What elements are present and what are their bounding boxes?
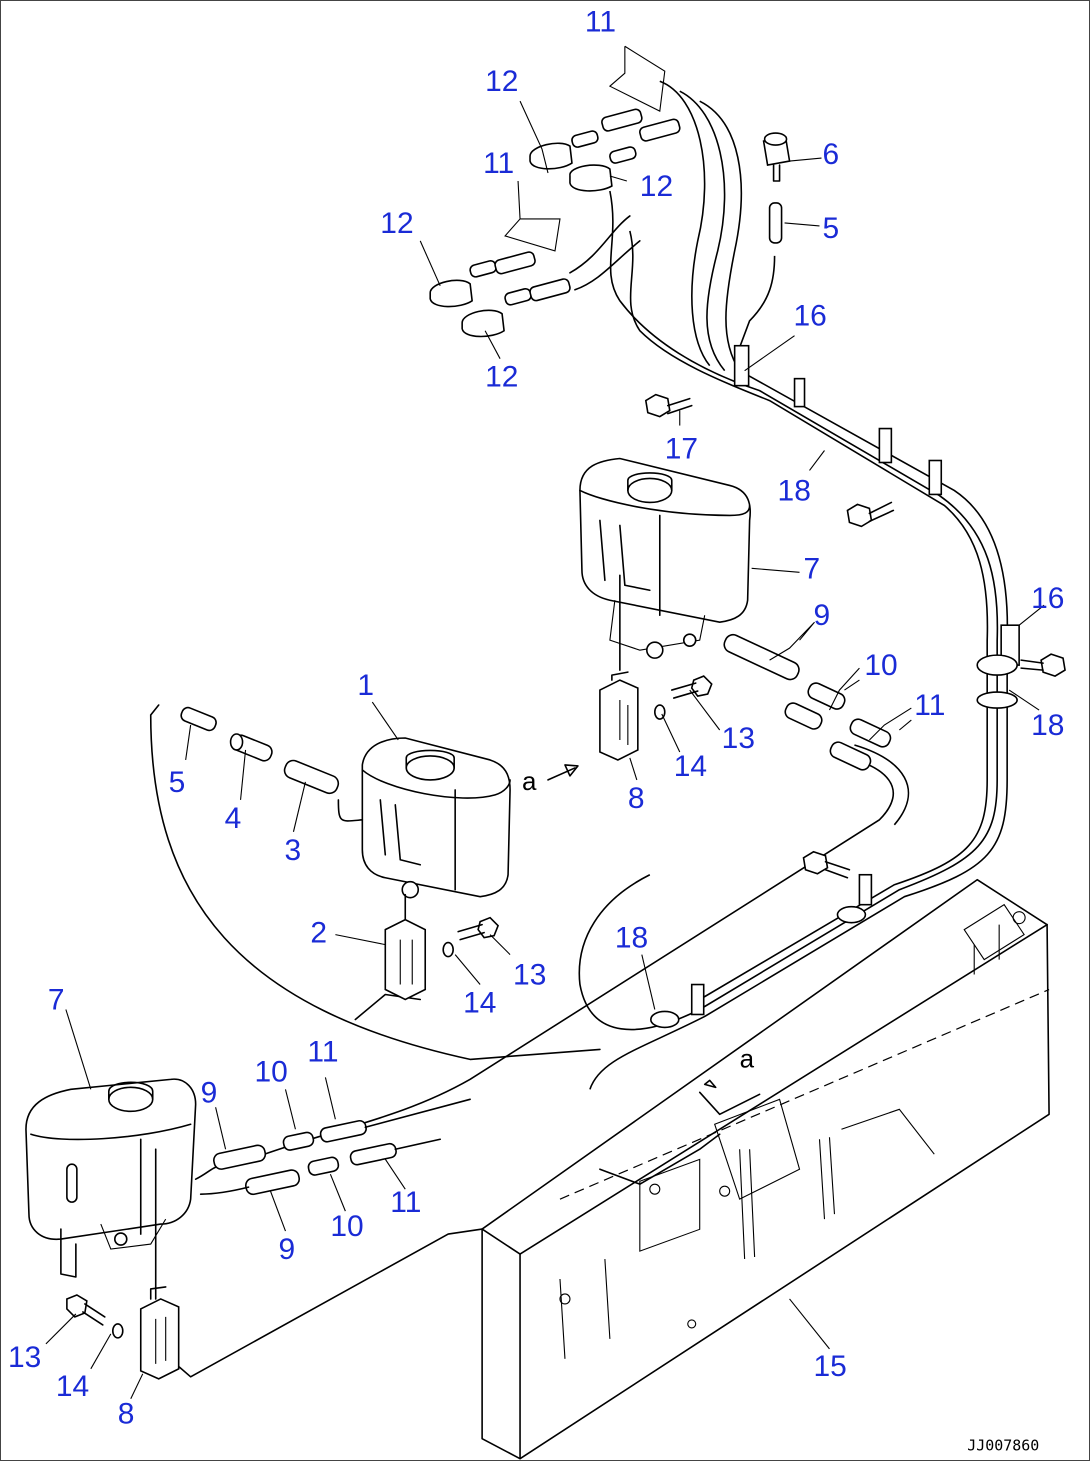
callout-6: 6 bbox=[822, 138, 839, 171]
callout-2: 2 bbox=[310, 917, 327, 950]
leader-lines bbox=[45, 45, 1045, 1400]
frame-bracket-part-15 bbox=[149, 704, 1050, 1460]
reference-letter-a: a bbox=[740, 1045, 755, 1073]
callout-14: 14 bbox=[56, 1370, 89, 1403]
callout-14: 14 bbox=[463, 986, 496, 1019]
callout-18: 18 bbox=[778, 474, 811, 507]
callout-11: 11 bbox=[914, 689, 945, 722]
callout-11: 11 bbox=[390, 1186, 421, 1219]
callout-12: 12 bbox=[380, 207, 413, 240]
callout-labels: 11 12 11 12 6 12 5 12 16 17 18 7 9 16 10… bbox=[8, 5, 1064, 1430]
callout-13: 13 bbox=[722, 722, 755, 755]
callout-10: 10 bbox=[255, 1055, 288, 1088]
callout-9: 9 bbox=[814, 599, 831, 632]
callout-11: 11 bbox=[483, 147, 514, 180]
tank-bracket-part-8-center bbox=[599, 671, 639, 761]
callout-5: 5 bbox=[169, 766, 186, 799]
callout-17: 17 bbox=[665, 433, 698, 466]
callout-3: 3 bbox=[284, 834, 301, 867]
callout-1: 1 bbox=[357, 669, 374, 702]
washer-tank-part-7-center bbox=[579, 457, 751, 671]
callout-7: 7 bbox=[804, 552, 821, 585]
callout-15: 15 bbox=[814, 1350, 847, 1383]
drawing-code: JJ007860 bbox=[967, 1437, 1039, 1455]
callout-18: 18 bbox=[615, 922, 648, 955]
hose-fittings bbox=[180, 108, 892, 1196]
callout-12: 12 bbox=[640, 170, 673, 203]
callout-7: 7 bbox=[48, 983, 65, 1016]
callout-8: 8 bbox=[118, 1398, 135, 1431]
washer-tank-part-1 bbox=[337, 737, 511, 936]
callout-11: 11 bbox=[585, 5, 616, 38]
clamp-part-16 bbox=[650, 344, 1020, 1029]
callout-9: 9 bbox=[278, 1233, 295, 1266]
callout-12: 12 bbox=[485, 361, 518, 394]
callout-16: 16 bbox=[794, 300, 827, 333]
callout-5: 5 bbox=[822, 212, 839, 245]
callout-9: 9 bbox=[201, 1076, 218, 1109]
reference-letter-a: a bbox=[522, 768, 537, 796]
washer-tank-part-7-left bbox=[25, 1078, 197, 1300]
callout-16: 16 bbox=[1031, 582, 1064, 615]
tank-bracket-part-2 bbox=[384, 918, 427, 1001]
callout-13: 13 bbox=[513, 959, 546, 992]
callout-8: 8 bbox=[628, 782, 645, 815]
bolts bbox=[66, 393, 1066, 1339]
callout-10: 10 bbox=[330, 1210, 363, 1243]
callout-4: 4 bbox=[225, 802, 242, 835]
callout-12: 12 bbox=[485, 65, 518, 98]
callout-14: 14 bbox=[674, 750, 707, 783]
callout-11: 11 bbox=[307, 1035, 338, 1068]
callout-13: 13 bbox=[8, 1341, 41, 1374]
hose-harness bbox=[250, 80, 1009, 1160]
callout-10: 10 bbox=[864, 649, 897, 682]
callout-18: 18 bbox=[1031, 709, 1064, 742]
tank-bracket-part-8-bottom bbox=[139, 1286, 180, 1380]
